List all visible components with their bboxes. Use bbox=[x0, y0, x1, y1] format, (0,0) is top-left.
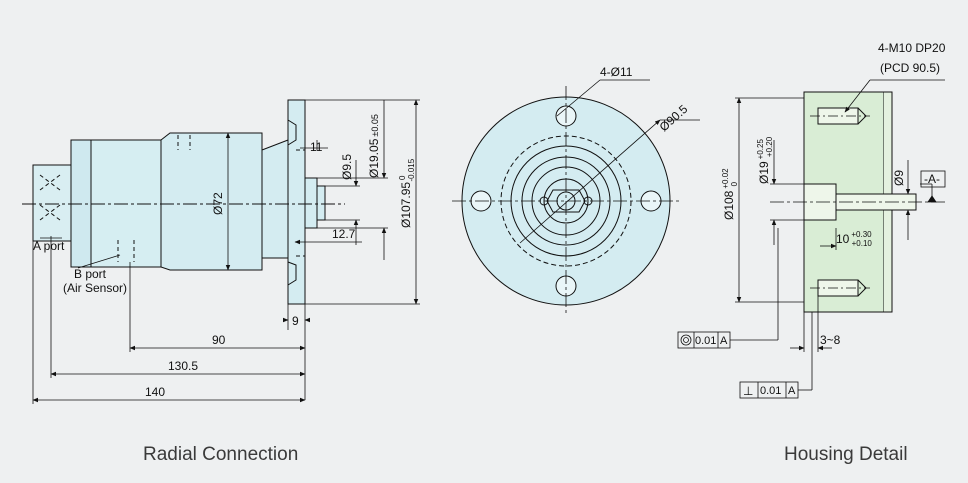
dim-90-label: 90 bbox=[212, 333, 226, 347]
concentricity-frame: 0.01 A bbox=[677, 331, 731, 349]
b-port-label: B port bbox=[74, 267, 107, 281]
holes-label: 4-Ø11 bbox=[600, 65, 633, 79]
perpendicularity-frame: ⊥ 0.01 A bbox=[739, 381, 799, 399]
dim-140-label: 140 bbox=[145, 385, 165, 399]
dim-130-5-label: 130.5 bbox=[168, 359, 198, 373]
d72-label: Ø72 bbox=[211, 192, 225, 215]
conc-value: 0.01 bbox=[695, 335, 716, 347]
housing-dimensions bbox=[730, 79, 945, 391]
side-view bbox=[22, 99, 345, 305]
front-view bbox=[452, 79, 700, 316]
cylinder bbox=[160, 132, 263, 271]
d9-label: Ø9 bbox=[892, 170, 906, 186]
flange-notch bbox=[287, 119, 297, 146]
pcd-label: Ø90.5 bbox=[657, 102, 691, 134]
d9-5-label: Ø9.5 bbox=[340, 154, 354, 180]
conc-ref: A bbox=[720, 335, 728, 347]
dim-9-label: 9 bbox=[292, 314, 299, 328]
dim-3-8-label: 3~8 bbox=[820, 333, 841, 347]
port-block bbox=[32, 164, 72, 242]
d107-95-label: Ø107.950-0.015 bbox=[398, 158, 416, 228]
perp-symbol: ⊥ bbox=[743, 384, 753, 398]
caption-housing-detail: Housing Detail bbox=[784, 444, 908, 465]
d108-label: Ø108+0.020 bbox=[721, 168, 739, 220]
side-dimensions bbox=[32, 99, 420, 404]
perp-ref: A bbox=[788, 385, 796, 397]
dim-12-7-label: 12.7 bbox=[332, 227, 356, 241]
d19-label: Ø19+0.25+0.20 bbox=[756, 136, 774, 184]
air-sensor-label: (Air Sensor) bbox=[63, 281, 127, 295]
side-labels: A port B port (Air Sensor) Ø72 11 Ø9.5 Ø… bbox=[33, 114, 416, 399]
m10-label: 4-M10 DP20 bbox=[878, 41, 946, 55]
datum-box bbox=[920, 170, 946, 188]
neck bbox=[261, 139, 289, 259]
d19-05-label: Ø19.05±0.05 bbox=[367, 114, 381, 178]
dim-10-label: 10+0.30+0.10 bbox=[836, 230, 872, 248]
datum-label: -A- bbox=[924, 172, 940, 186]
caption-radial-connection: Radial Connection bbox=[143, 444, 299, 465]
perp-value: 0.01 bbox=[760, 385, 781, 397]
pcd-note-label: (PCD 90.5) bbox=[880, 61, 940, 75]
a-port-label: A port bbox=[33, 239, 65, 253]
shaft-collar bbox=[304, 177, 318, 229]
housing-view bbox=[770, 91, 945, 313]
shaft bbox=[316, 185, 326, 221]
dim-11-label: 11 bbox=[310, 140, 323, 154]
housing-labels: 4-M10 DP20 (PCD 90.5) Ø108+0.020 Ø19+0.2… bbox=[677, 41, 946, 399]
